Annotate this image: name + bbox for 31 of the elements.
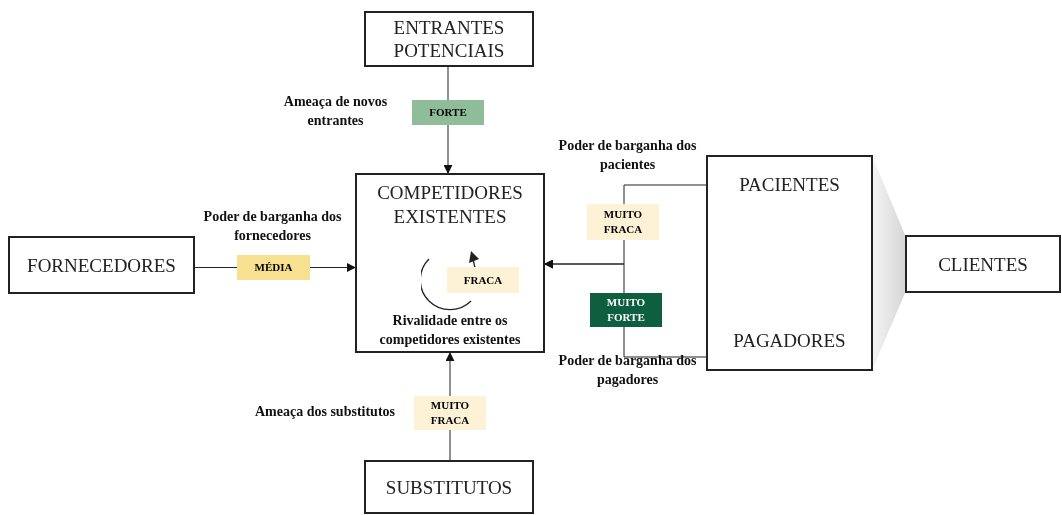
force-caption: Poder de barganha dos pagadores bbox=[557, 352, 698, 389]
force-caption: Ameaça de novos entrantes bbox=[282, 93, 389, 130]
force-caption: Poder de barganha dos pacientes bbox=[557, 137, 698, 174]
customer-group-box bbox=[706, 155, 873, 371]
force-box: CLIENTES bbox=[905, 235, 1061, 293]
connector-line bbox=[623, 184, 707, 205]
rating-badge: FORTE bbox=[412, 100, 484, 125]
zoom-wedge bbox=[873, 158, 905, 368]
arrow bbox=[309, 263, 356, 272]
rating-badge: MUITO FRACA bbox=[414, 396, 486, 430]
rating-badge: MUITO FRACA bbox=[587, 204, 659, 240]
arrow bbox=[544, 259, 625, 294]
box-caption: Rivalidade entre os competidores existentes bbox=[378, 312, 522, 349]
rating-badge: MÉDIA bbox=[237, 255, 310, 280]
connector-line bbox=[449, 429, 451, 461]
force-box: SUBSTITUTOS bbox=[364, 460, 534, 514]
force-caption: Poder de barganha dos fornecedores bbox=[202, 208, 343, 245]
arrow bbox=[443, 124, 453, 174]
connector-line bbox=[194, 267, 238, 268]
force-caption: Ameaça dos substitutos bbox=[254, 403, 395, 421]
force-box: ENTRANTES POTENCIAIS bbox=[364, 11, 534, 67]
force-box: FORNECEDORES bbox=[8, 236, 195, 294]
connector-line bbox=[623, 326, 707, 358]
force-box bbox=[355, 173, 545, 353]
box-title: COMPETIDORES EXISTENTES bbox=[376, 181, 524, 229]
connector-line bbox=[447, 66, 449, 101]
rating-badge: FRACA bbox=[447, 267, 519, 293]
box-label: PAGADORES bbox=[733, 329, 846, 353]
arrow bbox=[445, 352, 455, 397]
box-label: PACIENTES bbox=[739, 173, 840, 197]
rating-badge: MUITO FORTE bbox=[590, 293, 662, 327]
